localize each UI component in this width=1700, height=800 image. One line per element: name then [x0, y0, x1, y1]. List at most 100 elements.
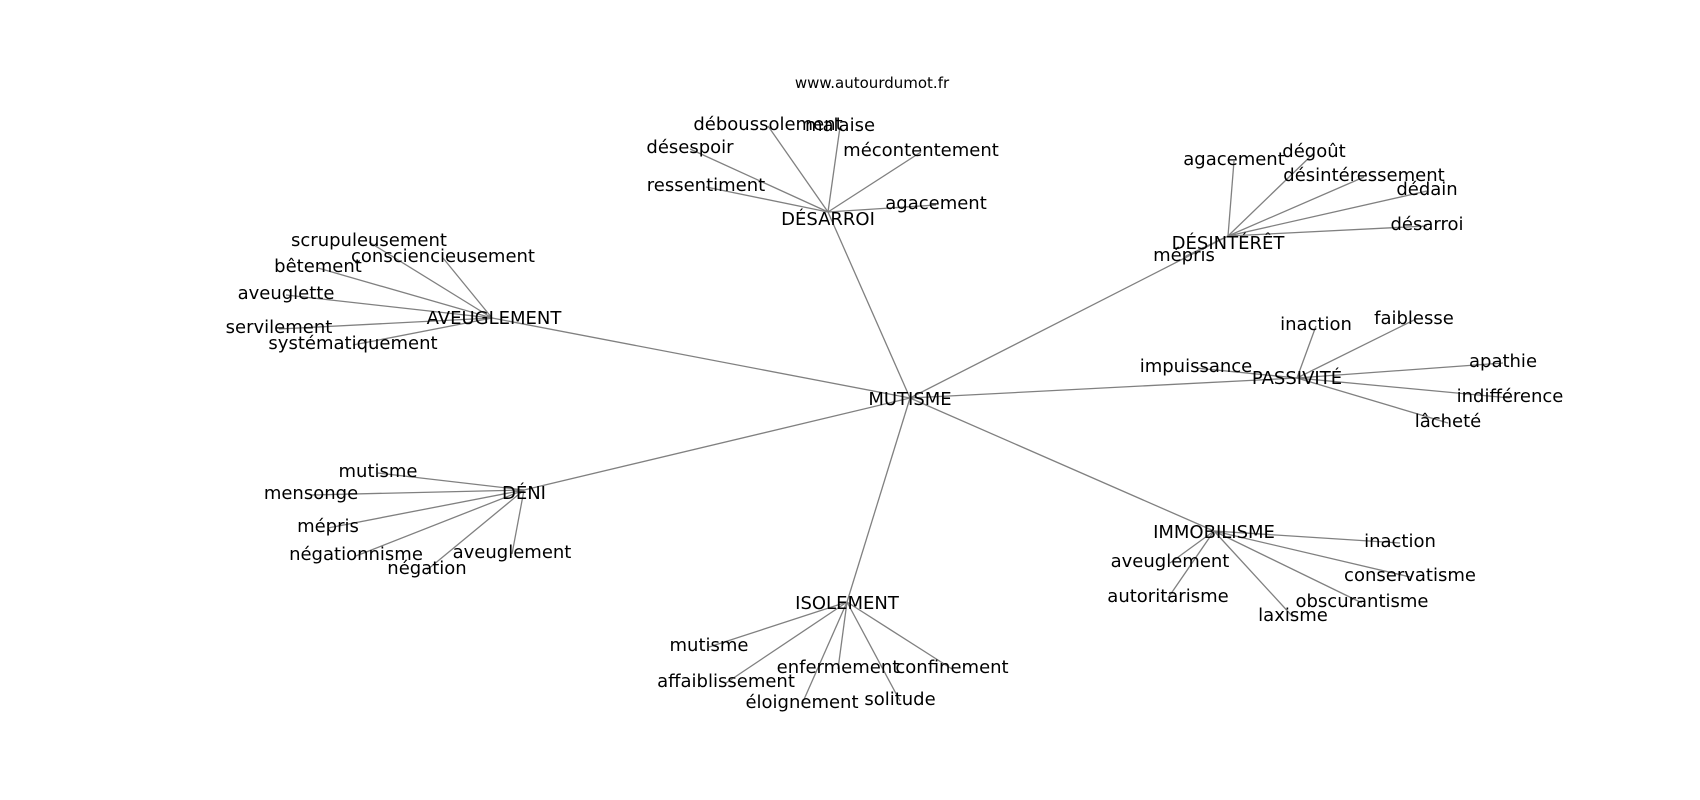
leaf-label-deni-3: négationnisme [289, 544, 423, 565]
cluster-label-desarroi: DÉSARROI [781, 208, 875, 230]
edge-immobilisme-4 [1213, 530, 1363, 604]
cluster-label-deni: DÉNI [502, 482, 546, 504]
leaf-label-immobilisme-5: laxisme [1258, 605, 1328, 626]
edge-isolement-2 [837, 601, 848, 670]
leaf-label-desarroi-4: ressentiment [647, 175, 765, 196]
edge-deni-3 [355, 489, 525, 557]
leaf-label-aveuglement-0: scrupuleusement [291, 230, 447, 251]
center-node-label: MUTISME [868, 389, 951, 410]
leaf-label-aveuglement-3: aveuglette [238, 283, 335, 304]
leaf-label-immobilisme-2: conservatisme [1344, 565, 1476, 586]
leaf-label-desinteret-1: dégoût [1282, 141, 1345, 162]
edge-desarroi-2 [689, 148, 829, 213]
cluster-label-immobilisme: IMMOBILISME [1153, 522, 1275, 543]
leaf-label-isolement-5: solitude [864, 689, 935, 710]
edge-immobilisme-2 [1213, 530, 1411, 578]
edge-deni-2 [327, 489, 525, 529]
leaf-label-desarroi-3: mécontentement [843, 140, 999, 161]
leaf-label-desinteret-4: désarroi [1390, 214, 1463, 235]
edge-desinteret-0 [1227, 160, 1235, 237]
leaf-label-deni-1: mensonge [264, 483, 358, 504]
leaf-label-immobilisme-3: autoritarisme [1107, 586, 1228, 607]
edge-isolement-1 [725, 601, 848, 684]
edge-passivite-5 [1296, 377, 1449, 424]
leaf-label-isolement-2: enfermement [777, 657, 900, 678]
leaf-label-desinteret-5: mépris [1153, 245, 1215, 266]
cluster-label-aveuglement: AVEUGLEMENT [427, 308, 563, 329]
leaf-label-desarroi-5: agacement [885, 193, 987, 214]
leaf-label-passivite-4: indifférence [1457, 386, 1564, 407]
edge-passivite-2 [1195, 367, 1298, 379]
edge-deni-5 [426, 489, 525, 571]
edge-immobilisme-5 [1213, 530, 1294, 618]
edge-desarroi-5 [827, 204, 937, 213]
leaf-label-deni-2: mépris [297, 516, 359, 537]
edge-immobilisme-1 [1169, 530, 1215, 564]
edge-desarroi-0 [767, 125, 829, 213]
edge-center-immobilisme [909, 397, 1215, 532]
cluster-label-passivite: PASSIVITÉ [1252, 367, 1342, 389]
leaf-label-deni-4: aveuglement [453, 542, 572, 563]
edge-aveuglement-4 [278, 317, 493, 330]
edge-deni-1 [310, 489, 525, 496]
edge-aveuglement-5 [352, 317, 493, 346]
edge-isolement-4 [801, 601, 848, 705]
edge-aveuglement-1 [442, 257, 493, 319]
leaf-label-desarroi-0: déboussolement [693, 114, 842, 135]
leaf-label-desarroi-2: désespoir [646, 137, 734, 158]
leaf-label-aveuglement-4: servilement [226, 317, 333, 338]
edge-deni-0 [377, 472, 525, 491]
edge-desarroi-1 [827, 126, 841, 213]
leaf-label-passivite-1: faiblesse [1374, 308, 1454, 329]
source-credit: www.autourdumot.fr [795, 74, 950, 92]
leaf-label-passivite-3: apathie [1469, 351, 1537, 372]
edge-passivite-0 [1296, 325, 1317, 379]
leaf-label-aveuglement-5: systématiquement [268, 333, 437, 354]
edge-desinteret-3 [1227, 190, 1428, 237]
leaf-label-isolement-0: mutisme [670, 635, 749, 656]
edges-layer [278, 125, 1511, 705]
leaf-label-aveuglement-2: bêtement [274, 256, 362, 277]
edge-aveuglement-0 [368, 241, 493, 319]
edge-center-deni [523, 397, 911, 491]
leaf-label-deni-5: négation [387, 558, 466, 579]
edge-desinteret-4 [1227, 225, 1428, 237]
edge-center-desarroi [827, 211, 911, 399]
leaf-label-isolement-3: confinement [895, 657, 1008, 678]
leaf-label-immobilisme-4: obscurantisme [1295, 591, 1428, 612]
leaf-label-passivite-5: lâcheté [1415, 411, 1482, 432]
leaf-label-desinteret-2: désintéressement [1283, 165, 1444, 186]
edge-aveuglement-2 [317, 267, 493, 319]
edge-passivite-4 [1296, 377, 1511, 399]
edge-isolement-5 [846, 601, 901, 702]
leaf-label-deni-0: mutisme [339, 461, 418, 482]
leaf-label-immobilisme-0: inaction [1364, 531, 1436, 552]
edge-passivite-1 [1296, 319, 1415, 379]
leaf-label-isolement-4: éloignement [745, 692, 858, 713]
edge-desarroi-4 [705, 186, 829, 213]
cluster-label-isolement: ISOLEMENT [795, 593, 900, 614]
leaf-label-passivite-2: impuissance [1140, 356, 1253, 377]
edge-desarroi-3 [827, 151, 922, 213]
leaf-label-desinteret-3: dédain [1396, 179, 1457, 200]
edge-deni-4 [511, 489, 525, 555]
leaf-label-aveuglement-1: consciencieusement [351, 246, 535, 267]
leaf-label-immobilisme-1: aveuglement [1111, 551, 1230, 572]
leaf-label-desinteret-0: agacement [1183, 149, 1285, 170]
edge-desinteret-1 [1227, 152, 1315, 237]
edge-isolement-3 [846, 601, 953, 670]
edge-center-desinteret [909, 235, 1229, 399]
edge-immobilisme-3 [1167, 530, 1215, 599]
edge-center-aveuglement [491, 317, 911, 399]
edge-desinteret-2 [1227, 176, 1365, 237]
edge-center-passivite [909, 377, 1298, 399]
edge-passivite-3 [1296, 362, 1504, 379]
edge-aveuglement-3 [285, 294, 493, 319]
leaf-label-isolement-1: affaiblissement [657, 671, 795, 692]
cluster-label-desinteret: DÉSINTÉRÊT [1172, 232, 1286, 254]
leaf-label-desarroi-1: malaise [805, 115, 875, 136]
edge-desinteret-5 [1183, 235, 1229, 258]
edge-center-isolement [846, 397, 911, 603]
